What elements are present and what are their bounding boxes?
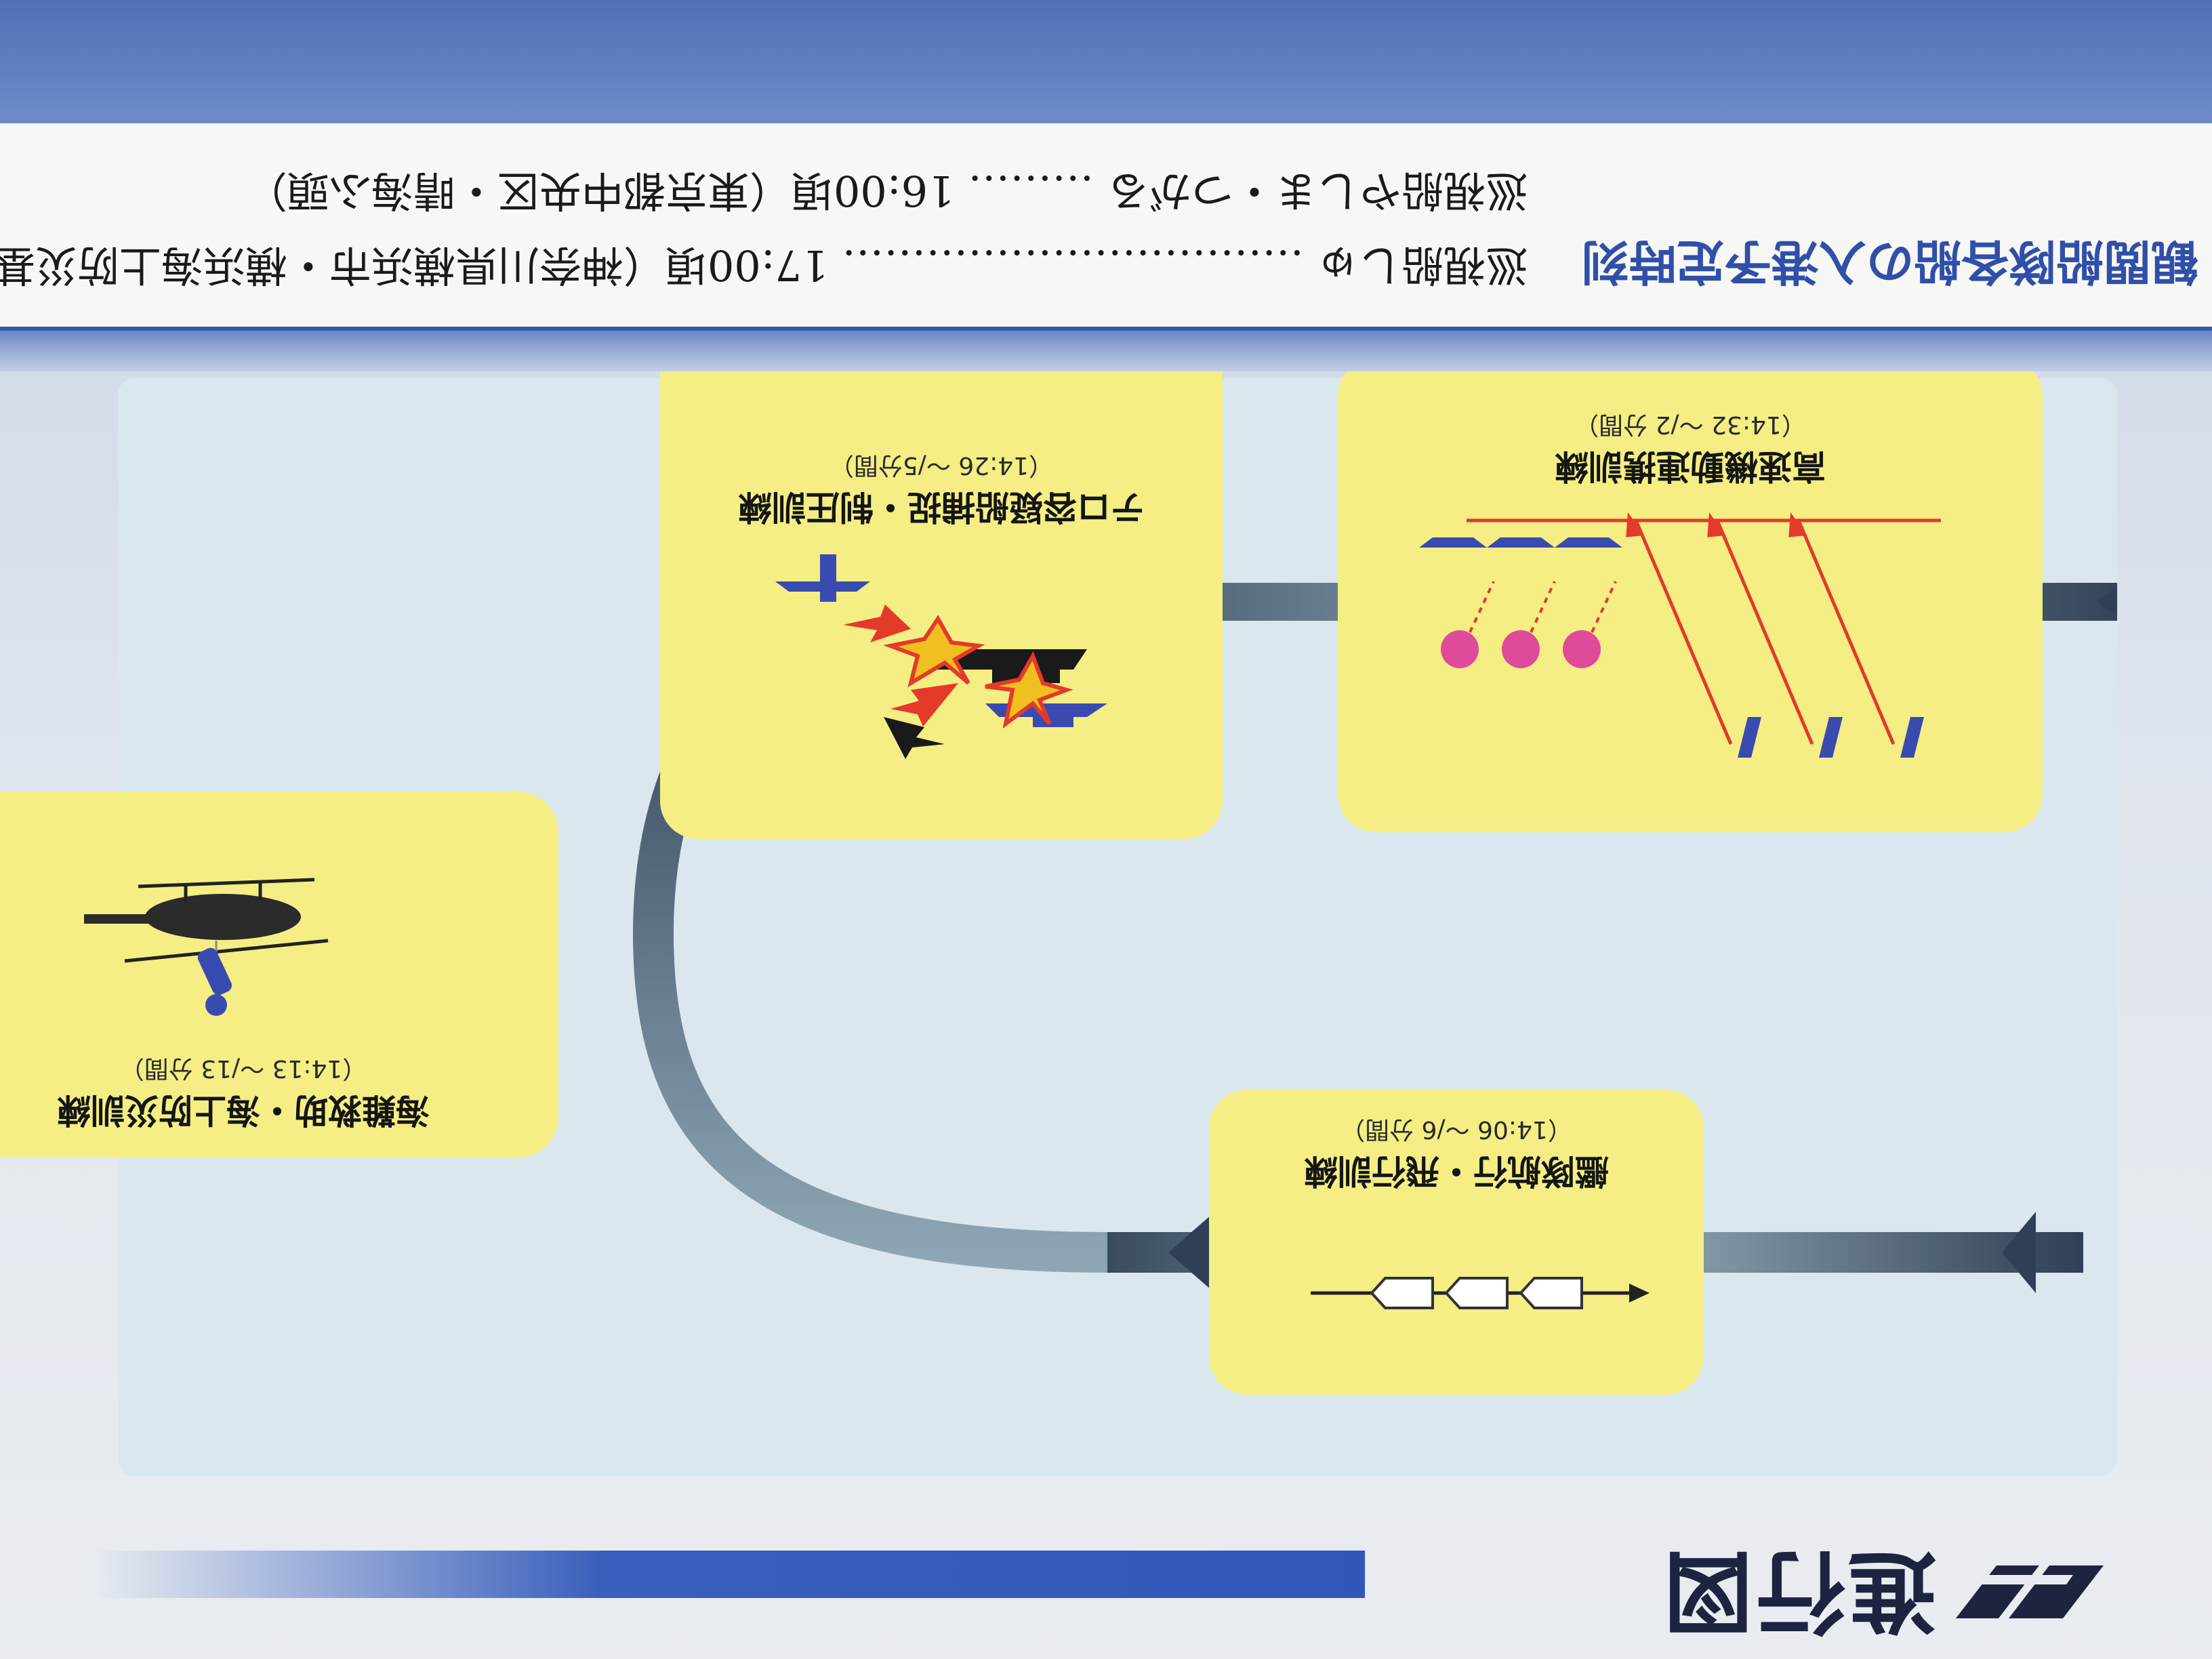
arrival-schedule: 観閲船隊各船の入港予定時刻 巡視船しゅ …………………………… 17:00頃（神… <box>0 119 2212 331</box>
sea-photo-band <box>0 0 2212 123</box>
drill-time: （14:32 〜/2 分間） <box>1574 411 1806 438</box>
section-mark-icon <box>1956 1565 2104 1618</box>
progress-diagram: 艦隊航行・飛行訓練 （14:06 〜/6 分間） 海難救助・海上防災訓練 （14… <box>0 337 2117 1476</box>
section-title: 進行図 <box>1661 1538 1938 1643</box>
drill-box-formation: 艦隊航行・飛行訓練 （14:06 〜/6 分間） <box>1209 1090 1704 1395</box>
high-speed-laser-icon <box>1419 512 1941 758</box>
route-arrowhead <box>2097 568 2117 636</box>
ship-formation-icon <box>1311 1277 1650 1309</box>
drill-title: 高速機動連携訓練 <box>1555 447 1826 486</box>
schedule-line: 巡視船しゅ …………………………… 17:00頃（神奈川県横浜市・横浜海上防災基 <box>0 241 1528 290</box>
drill-box-highspeed: 高速機動連携訓練 （14:32 〜/2 分間） <box>1338 358 2043 832</box>
drill-title: 艦隊航行・飛行訓練 <box>1304 1151 1609 1191</box>
drill-title: テロ容疑船捕捉・制圧訓練 <box>738 487 1145 527</box>
schedule-heading: 観閲船隊各船の入港予定時刻 <box>1582 234 2198 289</box>
header-rule <box>91 1551 1365 1598</box>
section-header: 進行図 <box>1094 1537 2110 1645</box>
drill-time: （14:06 〜/6 分間） <box>1340 1115 1572 1143</box>
schedule-line: 巡視船やしま・つがる ……… 16:00頃（東京都中央区・晴海ふ頭） <box>245 166 1528 216</box>
drill-box-terror: テロ容疑船捕捉・制圧訓練 （14:26 〜/5分間） <box>660 337 1223 839</box>
ship-capture-icon <box>775 554 1107 759</box>
drill-box-rescue: 海難救助・海上防災訓練 （14:13 〜/13 分間） <box>0 792 558 1158</box>
drill-time: （14:13 〜/13 分間） <box>119 1054 367 1082</box>
helicopter-rescue-icon <box>84 878 329 1016</box>
sea-photo-band <box>0 331 2212 371</box>
drill-time: （14:26 〜/5分間） <box>829 451 1054 479</box>
route-arrowhead <box>2002 1212 2036 1293</box>
drill-title: 海難救助・海上防災訓練 <box>57 1090 430 1130</box>
